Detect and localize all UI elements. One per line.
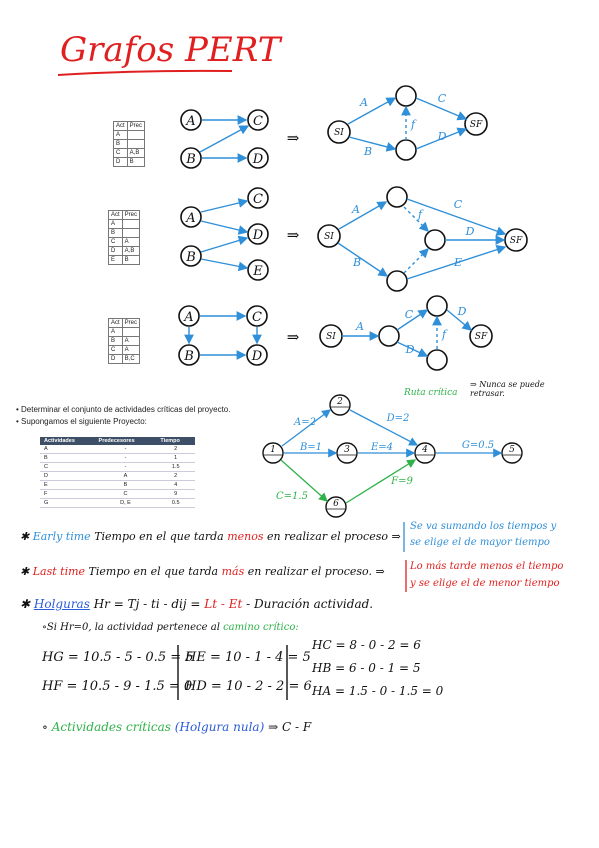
svg-text:1: 1	[270, 445, 276, 455]
svg-text:B=1: B=1	[299, 442, 322, 453]
eq-hd: HD = 10 - 2 - 2 = 6	[185, 679, 312, 694]
svg-text:B: B	[185, 152, 196, 167]
svg-text:SF: SF	[510, 236, 523, 246]
svg-text:G=0.5: G=0.5	[462, 440, 494, 451]
last-note-2: y se elige el de menor tiempo	[410, 578, 560, 589]
conclusion-line: ∘ Actividades críticas (Holgura nula) ⇒ …	[42, 720, 312, 734]
svg-text:D=2: D=2	[386, 413, 410, 424]
eq-hg: HG = 10.5 - 5 - 0.5 = 5	[42, 650, 194, 665]
svg-text:6: 6	[333, 499, 339, 509]
svg-text:D: D	[252, 228, 264, 243]
svg-text:⇒: ⇒	[287, 129, 300, 147]
svg-text:C: C	[252, 310, 262, 325]
svg-text:C: C	[438, 92, 447, 105]
svg-text:D: D	[405, 343, 415, 356]
svg-text:F=9: F=9	[390, 476, 413, 487]
svg-text:A: A	[351, 203, 360, 216]
svg-text:C: C	[405, 308, 414, 321]
eq-ha: HA = 1.5 - 0 - 1.5 = 0	[312, 684, 444, 698]
eq-hc: HC = 8 - 0 - 2 = 6	[312, 638, 421, 652]
svg-text:4: 4	[421, 445, 428, 455]
svg-text:E=4: E=4	[370, 442, 393, 453]
svg-text:A=2: A=2	[293, 417, 316, 428]
svg-text:D: D	[465, 225, 475, 238]
bullet-1: • Determinar el conjunto de actividades …	[16, 405, 231, 414]
holguras-line: ✱ Holguras Hr = Tj - ti - dij = Lt - Et …	[20, 597, 374, 611]
svg-text:C: C	[253, 114, 263, 129]
svg-text:A: A	[185, 114, 195, 129]
svg-text:A: A	[183, 310, 193, 325]
page-title: Grafos PERT	[60, 30, 281, 70]
svg-text:3: 3	[344, 445, 350, 455]
svg-text:D: D	[437, 130, 447, 143]
early-note-2: se elige el de mayor tiempo	[410, 537, 550, 548]
early-note-1: Se va sumando los tiempos y	[410, 521, 557, 532]
svg-text:SI: SI	[326, 332, 336, 342]
svg-text:B: B	[363, 145, 372, 158]
eq-hf: HF = 10.5 - 9 - 1.5 = 0	[42, 679, 193, 694]
last-note-1: Lo más tarde menos el tiempo	[410, 561, 564, 572]
si-line: ∘Si Hr=0, la actividad pertenece al cami…	[42, 622, 299, 633]
ruta-critica-label: Ruta crítica	[404, 388, 458, 398]
svg-text:B: B	[185, 250, 196, 265]
svg-text:E: E	[453, 256, 462, 269]
svg-text:SI: SI	[334, 128, 344, 138]
svg-text:SI: SI	[324, 232, 334, 242]
svg-text:E: E	[252, 264, 263, 279]
last-time-line: ✱ Last time Tiempo en el que tarda más e…	[20, 565, 385, 578]
svg-text:SF: SF	[475, 332, 488, 342]
svg-text:A: A	[359, 96, 368, 109]
svg-text:D: D	[457, 305, 467, 318]
svg-text:B: B	[352, 256, 361, 269]
bullet-2: • Supongamos el siguiente Proyecto:	[16, 417, 147, 426]
svg-text:f: f	[410, 118, 417, 131]
svg-text:D: D	[252, 152, 264, 167]
eq-he: HE = 10 - 1 - 4 = 5	[185, 650, 311, 665]
svg-text:C: C	[253, 192, 263, 207]
svg-text:B: B	[183, 349, 194, 364]
eq-hb: HB = 6 - 0 - 1 = 5	[312, 661, 421, 675]
svg-text:f: f	[441, 328, 448, 341]
svg-text:C=1.5: C=1.5	[276, 491, 308, 502]
svg-text:C: C	[454, 198, 463, 211]
svg-text:⇒: ⇒	[287, 226, 300, 244]
early-time-line: ✱ Early time Tiempo en el que tarda meno…	[20, 530, 401, 543]
svg-text:2: 2	[336, 397, 343, 407]
svg-text:A: A	[355, 320, 364, 333]
svg-text:⇒: ⇒	[287, 328, 300, 346]
svg-text:5: 5	[509, 445, 515, 455]
svg-text:D: D	[251, 349, 263, 364]
ruta-critica-note: ⇒ Nunca se puede retrasar.	[470, 380, 545, 398]
svg-text:A: A	[185, 211, 195, 226]
svg-text:SF: SF	[470, 120, 483, 130]
svg-text:f: f	[417, 208, 424, 221]
